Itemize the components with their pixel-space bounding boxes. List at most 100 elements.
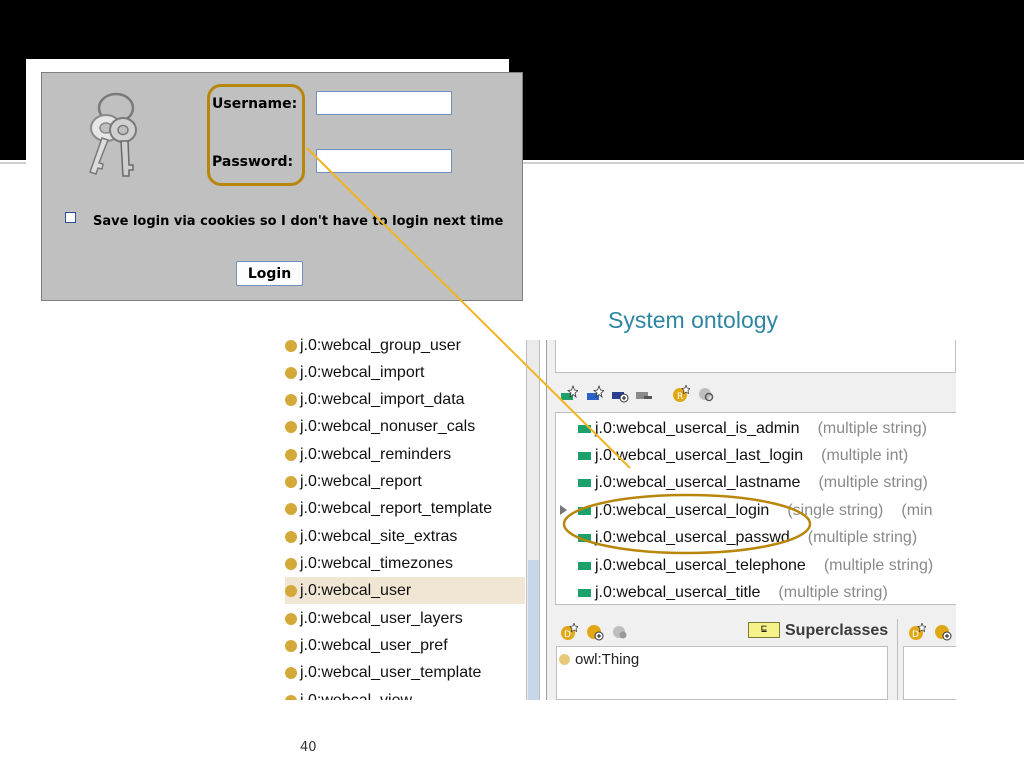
datatype-property-icon (578, 424, 591, 433)
property-row[interactable]: j.0:webcal_usercal_title (multiple string… (578, 579, 888, 606)
class-item[interactable]: j.0:webcal_view (285, 687, 525, 700)
class-item[interactable]: j.0:webcal_timezones (285, 550, 525, 577)
class-item[interactable]: j.0:webcal_report (285, 468, 525, 495)
property-restriction: (min (901, 501, 933, 519)
class-icon (285, 666, 297, 679)
class-label: j.0:webcal_import (300, 363, 425, 381)
class-item[interactable]: j.0:webcal_site_extras (285, 523, 525, 550)
property-toolbar: R (556, 385, 956, 409)
disjoint-classes-list (903, 646, 956, 700)
property-name: j.0:webcal_usercal_passwd (595, 528, 790, 546)
add-named-superclass-icon[interactable] (586, 623, 604, 641)
property-type: (single string) (787, 501, 884, 519)
class-annotations-box (555, 340, 956, 373)
class-label: j.0:webcal_import_data (300, 390, 465, 408)
class-label: j.0:webcal_site_extras (300, 527, 458, 545)
property-row[interactable]: j.0:webcal_usercal_is_admin (multiple str… (578, 415, 927, 442)
class-icon (285, 612, 297, 625)
property-row[interactable]: j.0:webcal_usercal_last_login(multiple i… (578, 442, 908, 469)
superclasses-button[interactable]: ⊑ (748, 622, 780, 638)
property-list: j.0:webcal_usercal_is_admin (multiple str… (555, 412, 956, 605)
property-type: (multiple string) (818, 473, 928, 491)
class-item[interactable]: j.0:webcal_reminders (285, 441, 525, 468)
property-name: j.0:webcal_usercal_lastname (595, 473, 801, 491)
class-item[interactable]: j.0:webcal_import_data (285, 386, 525, 413)
credentials-highlight (207, 84, 305, 186)
class-item-selected[interactable]: j.0:webcal_user (285, 577, 525, 604)
add-object-property-icon[interactable] (586, 385, 604, 403)
class-label: j.0:webcal_user_template (300, 663, 482, 681)
property-type: (multiple string) (807, 528, 918, 546)
add-datatype-property-icon[interactable] (560, 385, 578, 403)
datatype-property-icon (578, 533, 591, 542)
property-name: j.0:webcal_usercal_last_login (595, 446, 804, 464)
datatype-property-icon (578, 506, 591, 515)
page-number: 40 (300, 740, 317, 755)
class-item[interactable]: j.0:webcal_report_template (285, 495, 525, 522)
datatype-property-icon (578, 451, 591, 460)
superclasses-toolbar: D ⊑ Superclasses D (556, 619, 956, 645)
class-icon (285, 393, 297, 406)
save-login-checkbox[interactable] (65, 212, 76, 223)
superclass-label: owl:Thing (575, 651, 640, 668)
superclasses-label: Superclasses (785, 622, 889, 639)
property-name: j.0:webcal_usercal_title (595, 583, 761, 601)
svg-text:D: D (912, 630, 919, 640)
class-item[interactable]: j.0:webcal_user_template (285, 659, 525, 686)
class-tree-scrollbar[interactable] (526, 340, 540, 700)
username-input[interactable] (316, 91, 452, 115)
svg-text:D: D (564, 630, 571, 640)
svg-text:R: R (677, 392, 683, 402)
class-item[interactable]: j.0:webcal_nonuser_cals (285, 413, 525, 440)
class-label: j.0:webcal_timezones (300, 554, 453, 572)
class-label: j.0:webcal_nonuser_cals (300, 417, 476, 435)
add-superclass-icon[interactable]: D (560, 623, 578, 641)
property-name: j.0:webcal_usercal_login (595, 501, 770, 519)
add-disjoint-named-class-icon[interactable] (934, 623, 952, 641)
class-label: j.0:webcal_view (300, 691, 413, 701)
property-name: j.0:webcal_usercal_is_admin (595, 419, 800, 437)
property-row[interactable]: j.0:webcal_usercal_telephone(multiple st… (578, 552, 933, 579)
class-icon (285, 502, 297, 515)
login-form: Username: Password: Save login via cooki… (41, 72, 523, 301)
class-icon (285, 557, 297, 570)
property-row[interactable]: j.0:webcal_usercal_lastname (multiple str… (578, 469, 928, 496)
save-login-label: Save login via cookies so I don't have t… (93, 214, 504, 229)
class-label: j.0:webcal_user_layers (300, 609, 463, 627)
class-icon (285, 475, 297, 488)
class-icon (285, 366, 297, 379)
property-type: (multiple string) (778, 583, 888, 601)
class-item[interactable]: j.0:webcal_import (285, 359, 525, 386)
superclasses-list: owl:Thing (556, 646, 888, 700)
add-property-restriction-icon[interactable] (611, 385, 629, 403)
expand-arrow-icon[interactable] (560, 505, 567, 515)
datatype-property-icon (578, 478, 591, 487)
add-restriction-icon[interactable]: R (672, 385, 690, 403)
property-type: (multiple string) (817, 419, 927, 437)
keys-icon (89, 92, 137, 177)
add-disjoint-class-icon[interactable]: D (908, 623, 926, 641)
password-input[interactable] (316, 149, 452, 173)
property-row[interactable]: j.0:webcal_usercal_passwd (multiple strin… (578, 524, 917, 551)
class-label: j.0:webcal_report_template (300, 499, 493, 517)
class-tree: j.0:webcal_group_user j.0:webcal_import … (282, 335, 525, 700)
remove-superclass-icon[interactable] (611, 623, 629, 641)
datatype-property-icon (578, 561, 591, 570)
ontology-title: System ontology (608, 307, 779, 333)
class-label: j.0:webcal_report (300, 472, 422, 490)
class-item[interactable]: j.0:webcal_user_layers (285, 605, 525, 632)
password-label: Password: (212, 154, 294, 170)
scrollbar-thumb[interactable] (528, 560, 539, 700)
class-icon (285, 694, 297, 700)
class-icon (559, 654, 570, 665)
find-usage-icon[interactable] (697, 385, 715, 403)
datatype-property-icon (578, 588, 591, 597)
class-label: j.0:webcal_user (300, 581, 412, 599)
remove-property-icon[interactable] (635, 385, 653, 403)
property-row[interactable]: j.0:webcal_usercal_login (single string) (… (578, 497, 932, 524)
class-label: j.0:webcal_user_pref (300, 636, 448, 654)
login-button[interactable]: Login (236, 261, 303, 286)
superclass-item[interactable]: owl:Thing (559, 651, 639, 668)
class-item[interactable]: j.0:webcal_group_user (285, 335, 525, 359)
class-item[interactable]: j.0:webcal_user_pref (285, 632, 525, 659)
